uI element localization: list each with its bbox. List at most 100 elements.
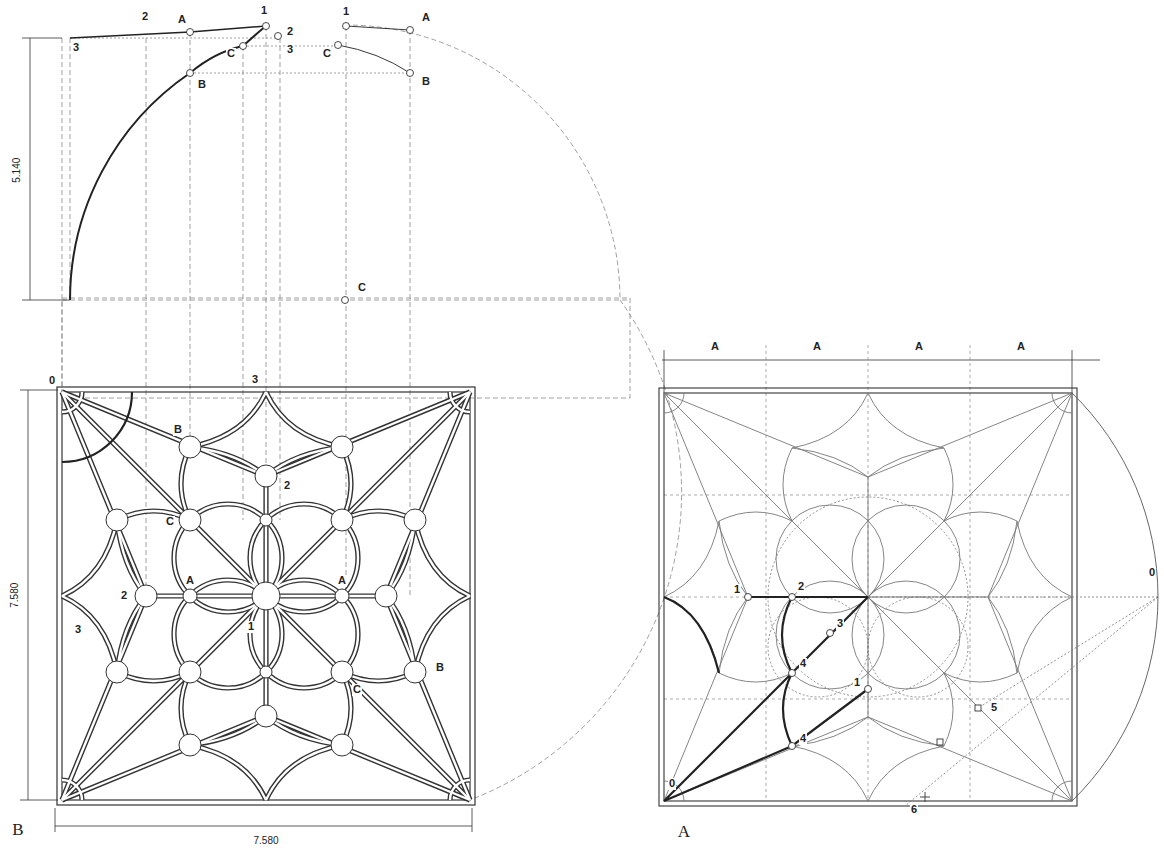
construction-ribs <box>664 393 1072 801</box>
point-label: B <box>421 76 431 88</box>
point-label: B <box>173 424 183 436</box>
construction-points <box>865 686 872 693</box>
point-label: C <box>357 282 367 294</box>
point-label: 3 <box>74 624 82 636</box>
point-label: A <box>177 14 187 26</box>
construction-points <box>789 594 796 601</box>
dimension-text: 7.580 <box>11 581 22 608</box>
boss-circles <box>106 436 426 756</box>
boss-circles <box>375 585 397 607</box>
boss-circles <box>183 589 197 603</box>
rotation-arc <box>1072 393 1158 801</box>
boss-circles <box>252 582 280 610</box>
boss-circles <box>106 509 128 531</box>
point-label: 3 <box>251 374 259 386</box>
construction-points <box>745 594 752 601</box>
dimension-lines <box>662 350 1100 393</box>
elevation-points <box>263 23 270 30</box>
boss-circles <box>260 666 272 678</box>
boss-circles <box>335 589 349 603</box>
point-label: 2 <box>797 581 805 593</box>
bold-ribs <box>664 597 868 801</box>
point-label: A <box>337 575 347 587</box>
boss-circles <box>179 734 201 756</box>
plan-walls <box>659 388 1077 806</box>
elevation-points <box>187 70 194 77</box>
dimension-lines <box>20 390 58 800</box>
construction-points <box>920 792 930 802</box>
boss-circles <box>404 661 426 683</box>
elevation-points <box>187 29 194 36</box>
dimension-lines <box>20 38 1100 832</box>
elevation-points <box>407 27 414 34</box>
point-label: 1 <box>853 677 861 689</box>
boss-circles <box>331 436 353 458</box>
point-label: A <box>1016 341 1026 353</box>
construction-points <box>937 739 943 745</box>
elevation-points <box>187 23 414 304</box>
panel-letter: A <box>677 823 691 841</box>
plan-walls <box>659 388 1077 806</box>
boss-circles <box>179 661 201 683</box>
level-lines <box>70 38 410 73</box>
point-label: B <box>435 662 445 674</box>
rib-profile <box>70 26 266 300</box>
point-label: 5 <box>990 702 998 714</box>
point-label: A <box>421 12 431 24</box>
projection-lines <box>62 25 682 800</box>
point-label: C <box>352 684 362 696</box>
construction-circles <box>768 497 1158 806</box>
point-label: 4 <box>799 733 807 745</box>
grid-lines <box>664 345 1072 801</box>
point-label: 2 <box>283 480 291 492</box>
plan-walls <box>664 393 1072 801</box>
rib-outline <box>62 392 470 800</box>
point-label: C <box>226 48 236 60</box>
boss-circles <box>179 509 201 531</box>
boss-circles <box>255 465 277 487</box>
boss-circles <box>331 734 353 756</box>
point-label: A <box>812 341 822 353</box>
point-label: B <box>197 79 207 91</box>
point-label: 2 <box>141 11 149 23</box>
panel-letter: B <box>11 821 24 839</box>
rib-profile <box>70 26 410 300</box>
point-label: 2 <box>286 26 294 38</box>
point-label: C <box>322 48 332 60</box>
projection-lines <box>470 300 682 800</box>
projection-lines <box>345 25 620 300</box>
point-label: C <box>165 516 175 528</box>
point-label: 3 <box>286 44 294 56</box>
boss-circles <box>331 661 353 683</box>
point-label: 1 <box>342 6 350 18</box>
construction-points <box>827 630 834 637</box>
elevation-points <box>342 297 349 304</box>
point-label: A <box>710 341 720 353</box>
plan-walls <box>57 387 475 805</box>
point-label: 6 <box>910 804 918 816</box>
rib-profile <box>70 26 266 38</box>
dimension-text: 7.580 <box>252 836 279 847</box>
point-label: 0 <box>668 778 676 790</box>
boss-circles <box>331 509 353 531</box>
plan-walls <box>62 392 470 800</box>
point-label: 3 <box>72 42 80 54</box>
elevation-points <box>275 33 282 40</box>
construction-points <box>789 670 796 677</box>
boss-circles <box>404 509 426 531</box>
point-label: 1 <box>247 621 255 633</box>
dimension-text: 5.140 <box>13 156 24 183</box>
boss-circles <box>179 436 201 458</box>
point-label: 0 <box>48 375 56 387</box>
boss-circles <box>260 514 272 526</box>
elevation-points <box>343 23 350 30</box>
rib-inner <box>62 392 470 800</box>
construction-points <box>789 743 796 750</box>
construction-circles <box>868 597 968 697</box>
point-label: 1 <box>733 584 741 596</box>
rib-profile <box>338 26 410 73</box>
boss-circles <box>135 585 157 607</box>
boss-circles <box>106 661 128 683</box>
elevation-points <box>407 70 414 77</box>
